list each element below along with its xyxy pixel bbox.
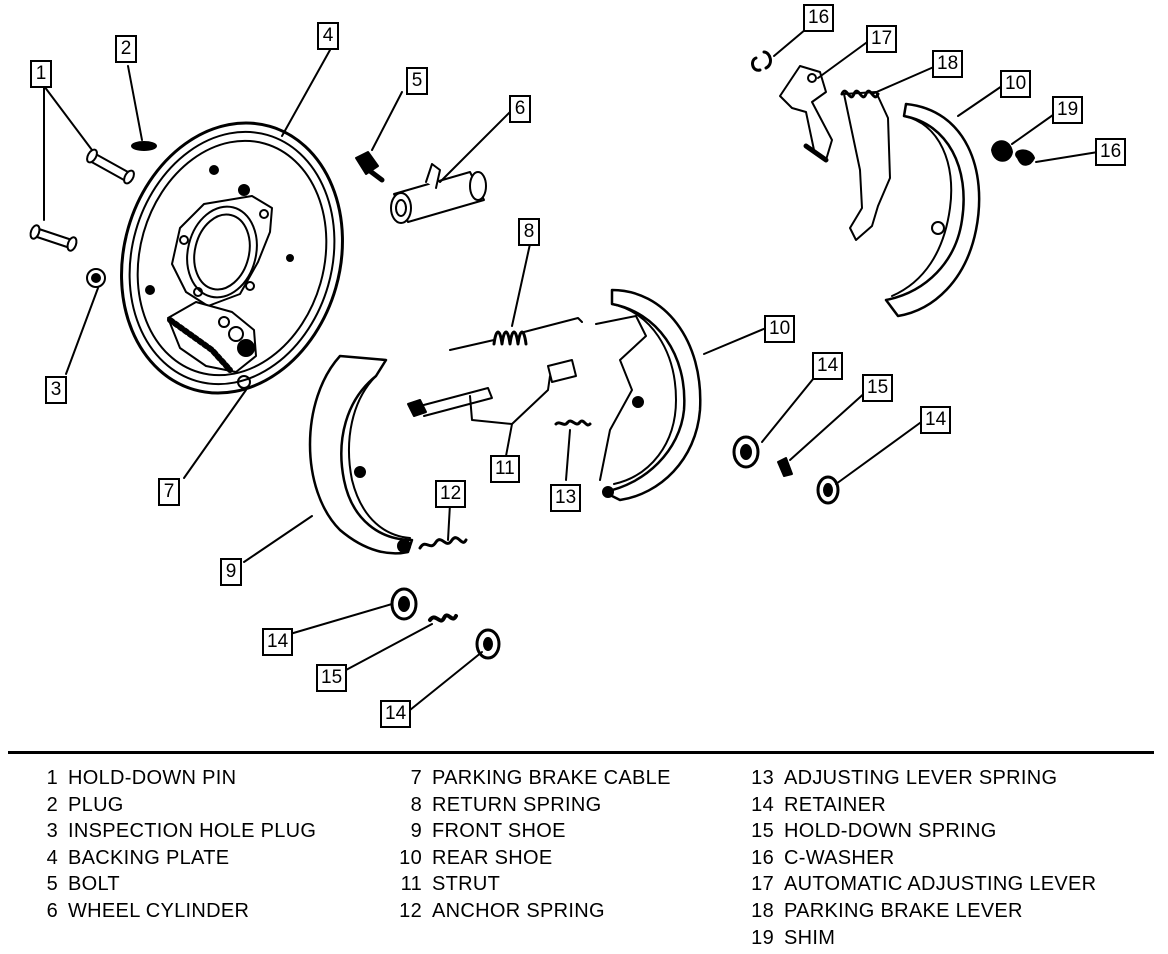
callout-9: 9 bbox=[220, 558, 242, 586]
wheel-cylinder-part bbox=[390, 163, 487, 224]
shim-part bbox=[991, 140, 1013, 162]
automatic-adjusting-lever-part bbox=[779, 65, 833, 163]
callout-10a: 10 bbox=[764, 315, 796, 343]
callout-14d: 14 bbox=[380, 700, 412, 728]
legend-divider bbox=[8, 751, 1154, 754]
exploded-drum-brake-diagram bbox=[29, 23, 1099, 711]
callout-14a: 14 bbox=[812, 352, 844, 380]
callout-13: 13 bbox=[550, 484, 582, 512]
leader-lines bbox=[43, 23, 1099, 711]
callout-18: 18 bbox=[932, 50, 964, 78]
backing-plate-part bbox=[120, 121, 344, 395]
callout-10b: 10 bbox=[1000, 70, 1032, 98]
callout-11: 11 bbox=[490, 455, 520, 483]
plug-part bbox=[131, 141, 157, 151]
callout-3: 3 bbox=[45, 376, 67, 404]
callout-1: 1 bbox=[30, 60, 52, 88]
callout-16a: 16 bbox=[803, 4, 835, 32]
callout-7: 7 bbox=[158, 478, 180, 506]
rear-shoe-top-part bbox=[884, 102, 981, 318]
adjusting-lever-spring-part bbox=[554, 419, 592, 427]
inspection-hole-plug-part bbox=[86, 268, 106, 288]
rear-shoe-part bbox=[595, 288, 702, 502]
anchor-spring-part bbox=[418, 536, 468, 550]
retainer-part bbox=[390, 435, 840, 660]
callout-4: 4 bbox=[317, 22, 339, 50]
callout-6: 6 bbox=[509, 95, 531, 123]
callout-19: 19 bbox=[1052, 96, 1084, 124]
callout-16b: 16 bbox=[1095, 138, 1127, 166]
return-spring-part bbox=[449, 317, 583, 351]
callout-8: 8 bbox=[518, 218, 540, 246]
hold-down-spring-part bbox=[428, 457, 793, 623]
callout-15a: 15 bbox=[862, 374, 894, 402]
callout-17: 17 bbox=[866, 25, 898, 53]
front-shoe-part bbox=[308, 354, 414, 555]
hold-down-pin-part bbox=[29, 148, 135, 252]
c-washer-part bbox=[751, 50, 1035, 166]
parking-brake-lever-part bbox=[840, 89, 891, 241]
strut-part bbox=[407, 359, 577, 425]
callout-15b: 15 bbox=[316, 664, 348, 692]
callout-14b: 14 bbox=[920, 406, 952, 434]
callout-5: 5 bbox=[406, 67, 428, 95]
callout-12: 12 bbox=[435, 480, 467, 508]
callout-14c: 14 bbox=[262, 628, 294, 656]
callout-2: 2 bbox=[115, 35, 137, 63]
bolt-part bbox=[355, 151, 385, 183]
